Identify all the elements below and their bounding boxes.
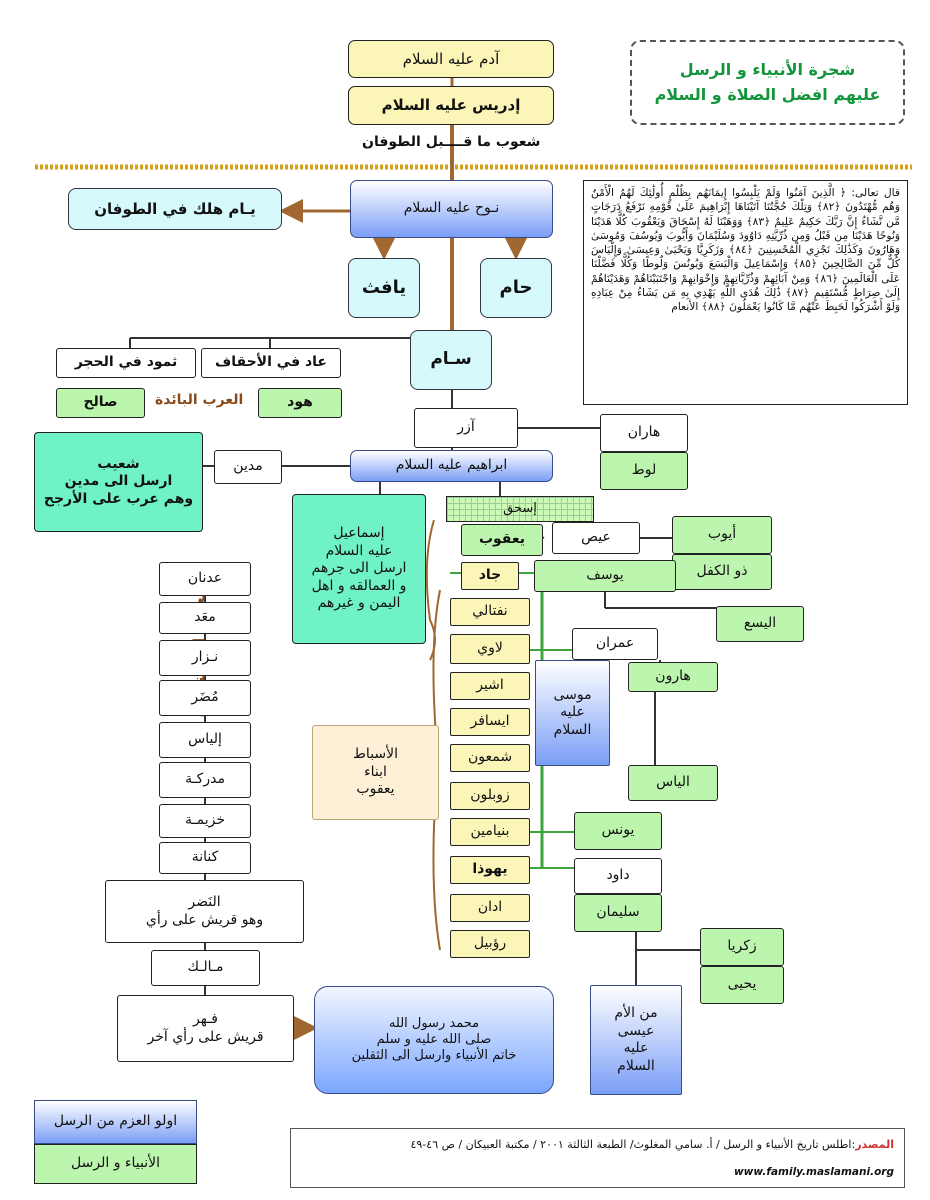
node-salih: صالح (56, 388, 145, 418)
legend-prophets: الأنبياء و الرسل (34, 1144, 197, 1184)
node-nuh: نـوح عليه السلام (350, 180, 553, 238)
node-zubulun: زوبلون (450, 782, 530, 810)
node-yahudha: يهوذا (450, 856, 530, 884)
node-hud: هود (258, 388, 342, 418)
node-yusuf: يوسف (534, 560, 676, 592)
node-haran: هاران (600, 414, 688, 452)
node-lawi: لاوي (450, 634, 530, 664)
node-imran: عمران (572, 628, 658, 660)
source-line: المصدر:اطلس تاريخ الأنبياء و الرسل / أ. … (410, 1138, 894, 1151)
node-nizar: نـزار (159, 640, 251, 676)
node-ham: حام (480, 258, 552, 318)
node-yunus: يونس (574, 812, 662, 850)
node-azar: آزر (414, 408, 518, 448)
node-naftali: نفتالي (450, 598, 530, 626)
node-khuzayma: خزيمـة (159, 804, 251, 838)
node-rubil: رؤبيل (450, 930, 530, 958)
label-arab-baida: العرب البائدة (155, 392, 244, 408)
node-musa: موسى عليه السلام (535, 660, 610, 766)
node-isa: من الأم عيسى عليه السلام (590, 985, 682, 1095)
source-text: :اطلس تاريخ الأنبياء و الرسل / أ. سامي ا… (410, 1138, 856, 1151)
node-ilyas: إلياس (159, 722, 251, 758)
node-isafar: ايسافر (450, 708, 530, 736)
node-harun: هارون (628, 662, 718, 692)
node-idris: إدريس عليه السلام (348, 86, 554, 125)
node-yafith: يافث (348, 258, 420, 318)
node-sulayman: سليمان (574, 894, 662, 932)
node-kinana: كنانة (159, 842, 251, 874)
node-shuayb: شعيب ارسل الى مدين وهم عرب على الأرجح (34, 432, 203, 532)
label-pre-flood: شعوب ما قــــبل الطوفان (362, 134, 541, 150)
node-sam: سـام (410, 330, 492, 390)
node-yam: يـام هلك في الطوفان (68, 188, 282, 230)
node-dhul-kifl: ذو الكفل (672, 554, 772, 590)
source-label: المصدر (855, 1138, 894, 1151)
node-ilyas-prophet: الياس (628, 765, 718, 801)
node-yaqub: يعقوب (461, 524, 543, 556)
node-fihr: فـهر قريش على رأي آخر (117, 995, 294, 1062)
node-madyan: مدين (214, 450, 282, 484)
legend-ulul-azm: اولو العزم من الرسل (34, 1100, 197, 1144)
node-shamun: شمعون (450, 744, 530, 772)
node-muhammad: محمد رسول الله صلى الله عليه و سلم خاتم … (314, 986, 554, 1094)
node-ismail: إسماعيل عليه السلام ارسل الى جرهم و العم… (292, 494, 426, 644)
node-maad: معَد (159, 602, 251, 634)
title-line1: شجرة الأنبياء و الرسل (679, 59, 856, 79)
node-ishir: اشير (450, 672, 530, 700)
node-ibrahim: ابراهيم عليه السلام (350, 450, 553, 482)
node-yahya: يحيى (700, 966, 784, 1004)
node-ayyub: أيوب (672, 516, 772, 554)
title-box: شجرة الأنبياء و الرسل عليهم افضل الصلاة … (630, 40, 905, 125)
title-line2: عليهم افضل الصلاة و السلام (654, 84, 881, 104)
node-mudrika: مدركـة (159, 762, 251, 798)
node-adan2: ادان (450, 894, 530, 922)
node-asbat: الأسباط ابناء يعقوب (312, 725, 439, 820)
node-ais: عيص (552, 522, 640, 554)
node-dawud: داود (574, 858, 662, 894)
node-aad: عاد في الأحقاف (201, 348, 341, 378)
node-jad: جاد (461, 562, 519, 590)
node-malik: مـالـك (151, 950, 260, 986)
node-nadr: النَضر وهو قريش على رأي (105, 880, 304, 943)
footer-source: المصدر:اطلس تاريخ الأنبياء و الرسل / أ. … (290, 1128, 905, 1188)
node-mudar: مُضَر (159, 680, 251, 716)
node-alyasa: اليسع (716, 606, 804, 642)
quran-verse: قال تعالى: ﴿ الَّذِينَ آمَنُوا وَلَمْ يَ… (583, 180, 908, 405)
node-adnan: عدنان (159, 562, 251, 596)
node-adam: آدم عليه السلام (348, 40, 554, 78)
node-zakariya: زكريا (700, 928, 784, 966)
site-url: www.family.maslamani.org (733, 1166, 894, 1178)
node-binyamin: بنيامين (450, 818, 530, 846)
node-ishaq: إسحق (446, 496, 594, 522)
node-lut: لوط (600, 452, 688, 490)
node-thamud: ثمود في الحجر (56, 348, 196, 378)
